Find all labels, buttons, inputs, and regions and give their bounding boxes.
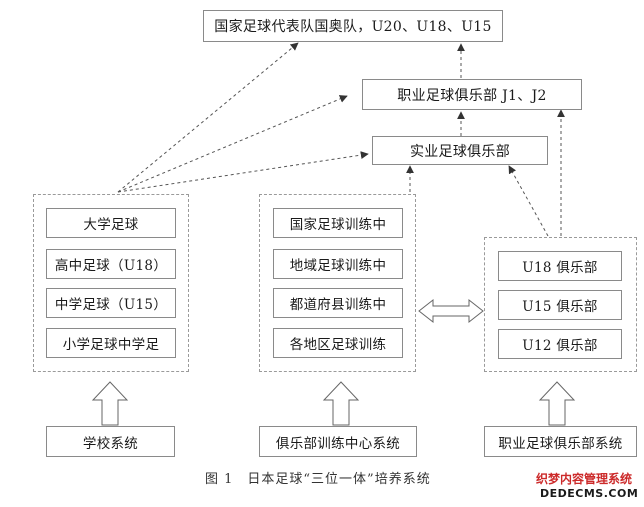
club-training-system-label: 俱乐部训练中心系统 (259, 426, 417, 457)
up-arrow-school (91, 381, 129, 426)
pro-item-u18: U18 俱乐部 (498, 251, 622, 281)
school-item-middle-school: 中学足球（U15） (46, 288, 176, 318)
up-arrow-pro (538, 381, 576, 426)
club-training-group (259, 194, 416, 372)
arrow-school-to-corporate (117, 151, 369, 193)
training-item-local: 各地区足球训练 (273, 328, 403, 358)
training-item-national: 国家足球训练中 (273, 208, 403, 238)
school-item-elementary: 小学足球中学足 (46, 328, 176, 358)
school-item-university: 大学足球 (46, 208, 176, 238)
arrow-school-to-national (117, 42, 299, 193)
double-arrow-club-pro (418, 298, 484, 324)
school-system-group (33, 194, 189, 372)
pro-item-u12: U12 俱乐部 (498, 329, 622, 359)
pro-club-group (484, 237, 637, 372)
arrow-pro-to-corporate (508, 165, 549, 237)
training-item-regional: 地域足球训练中 (273, 249, 403, 279)
up-arrow-club (322, 381, 360, 426)
watermark-title: 织梦内容管理系统 (536, 472, 633, 486)
school-system-label: 学校系统 (46, 426, 175, 457)
national-team-box: 国家足球代表队国奥队，U20、U18、U15 (203, 10, 503, 42)
arrow-school-to-jleague (117, 95, 348, 193)
school-item-high-school: 高中足球（U18） (46, 249, 176, 279)
training-item-prefectural: 都道府县训练中 (273, 288, 403, 318)
j-league-box: 职业足球俱乐部 J1、J2 (362, 79, 582, 110)
pro-club-system-label: 职业足球俱乐部系统 (484, 426, 637, 457)
watermark-url: DEDECMS.COM (540, 487, 639, 500)
figure-caption: 图 1 日本足球“三位一体”培养系统 (205, 472, 431, 487)
corporate-club-box: 实业足球俱乐部 (372, 136, 548, 165)
pro-item-u15: U15 俱乐部 (498, 290, 622, 320)
